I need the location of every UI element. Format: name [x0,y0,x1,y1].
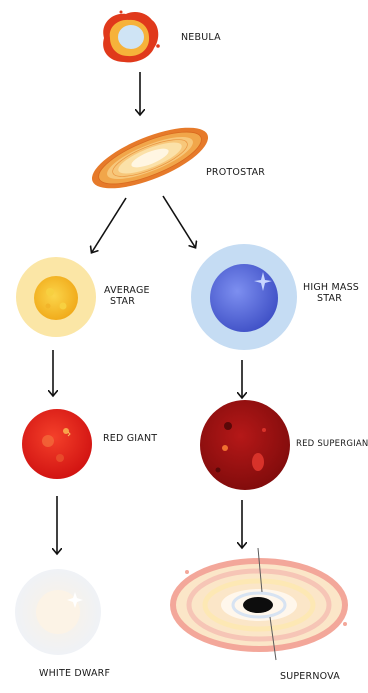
high-mass-star-illustration [191,244,297,350]
red-supergiant-illustration [200,400,290,490]
label-red-giant: RED GIANT [103,433,157,444]
supernova-illustration [173,548,347,660]
protostar-illustration [85,115,216,200]
label-high-mass-star: HIGH MASS STAR [303,282,359,304]
label-high-mass-star-line1: HIGH MASS [303,282,359,293]
arrow-protostar-highmass [163,196,195,247]
arrow-protostar-average [92,198,126,252]
label-supernova: SUPERNOVA [280,671,340,682]
label-protostar: PROTOSTAR [206,167,265,178]
label-white-dwarf: WHITE DWARF [39,668,110,679]
white-dwarf-illustration [15,569,101,655]
label-red-supergiant: RED SUPERGIANT [296,439,368,450]
red-giant-illustration [22,409,92,479]
average-star-illustration [16,257,96,337]
label-nebula: NEBULA [181,32,221,43]
label-average-star-line2: STAR [104,296,150,307]
nebula-illustration [103,11,160,63]
label-high-mass-star-line2: STAR [303,293,359,304]
label-average-star-line1: AVERAGE [104,285,150,296]
label-average-star: AVERAGE STAR [104,285,150,307]
